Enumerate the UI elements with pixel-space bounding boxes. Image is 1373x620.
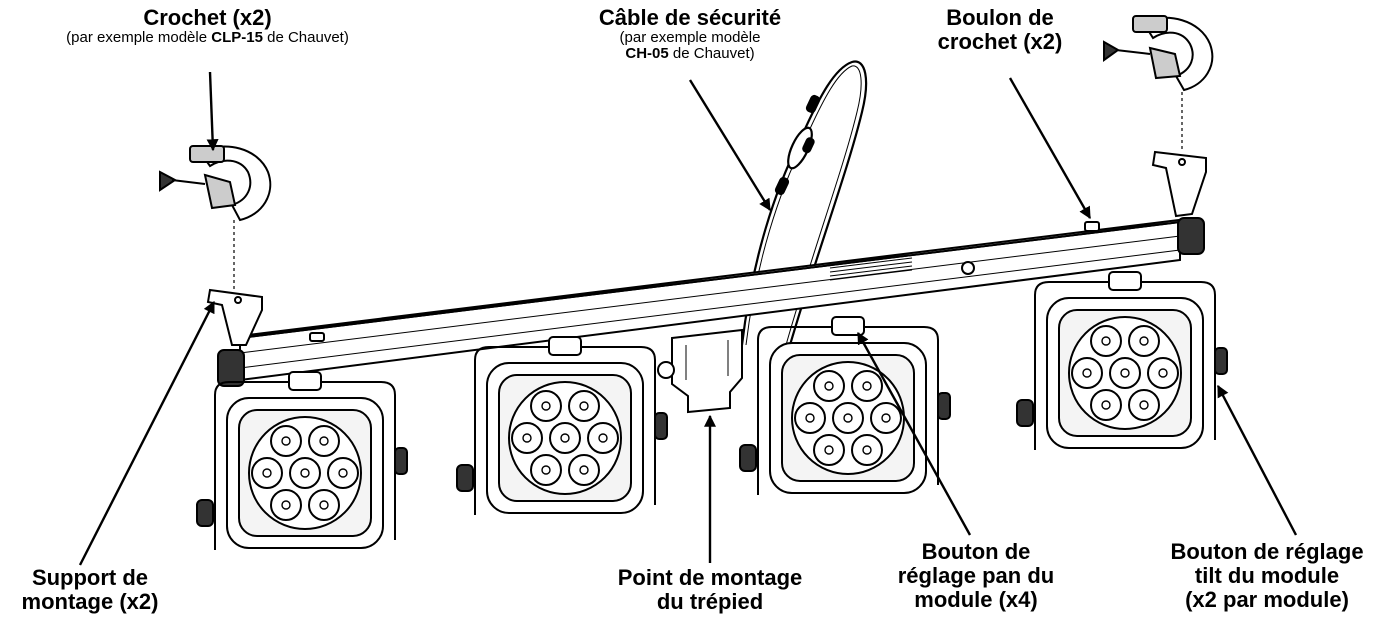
label-trepied-line1: Point de montage [617, 565, 803, 590]
label-pan: Bouton de réglage pan du module (x4) [888, 540, 1064, 611]
light-module-1 [196, 371, 408, 550]
mounting-bracket-right [1151, 150, 1207, 218]
leader-arrows [78, 71, 1298, 566]
label-cable-sub2: CH-05 de Chauvet) [625, 44, 755, 62]
label-tilt-line3: (x2 par module) [1185, 586, 1349, 612]
safety-cable [740, 60, 868, 346]
t-bar [217, 217, 1205, 387]
label-cable-sub1: (par exemple modèle [619, 28, 761, 46]
clamp-left [159, 145, 272, 290]
label-pan-line1: Bouton de [921, 539, 1031, 564]
arrow-crochet [206, 71, 219, 152]
label-crochet-sub: (par exemple modèle CLP-15 de Chauvet) [66, 28, 349, 46]
clamp-right [1103, 15, 1214, 152]
light-module-3 [739, 316, 951, 495]
label-boulon-line2: crochet (x2) [937, 28, 1063, 54]
arrow-support [78, 300, 216, 566]
label-tilt-line1: Bouton de réglage [1170, 539, 1364, 564]
label-cable: Câble de sécurité (par exemple modèle CH… [560, 6, 820, 62]
arrow-cable [688, 79, 772, 212]
arrow-boulon [1008, 77, 1092, 220]
label-crochet-title: Crochet (x2) [143, 5, 272, 30]
label-trepied: Point de montage du trépied [594, 566, 826, 614]
arrow-pan [856, 331, 972, 536]
label-cable-title: Câble de sécurité [598, 5, 782, 30]
arrow-tilt [1216, 384, 1298, 536]
light-module-2 [456, 336, 668, 515]
light-module-4 [1016, 271, 1228, 450]
label-tilt: Bouton de réglage tilt du module (x2 par… [1164, 540, 1370, 611]
label-crochet: Crochet (x2) (par exemple modèle CLP-15 … [0, 6, 415, 46]
label-boulon: Boulon de crochet (x2) [900, 6, 1100, 54]
label-pan-line2: réglage pan du [897, 562, 1055, 588]
label-trepied-line2: du trépied [656, 588, 764, 614]
light-modules [196, 271, 1228, 550]
label-support-line1: Support de [31, 565, 149, 590]
label-tilt-line2: tilt du module [1194, 562, 1340, 588]
label-support-line2: montage (x2) [21, 588, 159, 614]
tripod-mount [657, 328, 743, 414]
label-support: Support de montage (x2) [2, 566, 178, 614]
label-pan-line3: module (x4) [914, 586, 1038, 612]
label-boulon-line1: Boulon de [946, 5, 1054, 30]
